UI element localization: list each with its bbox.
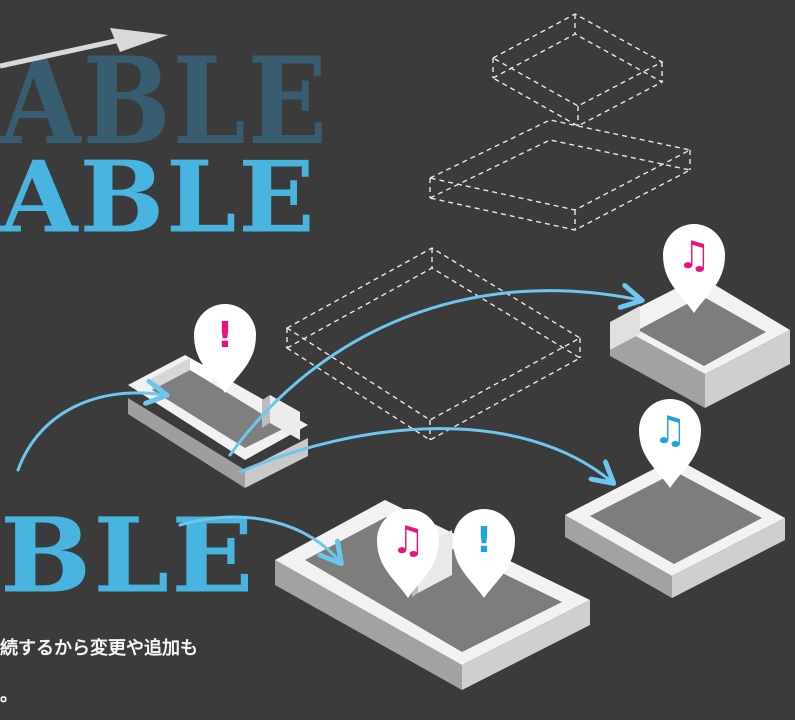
arrow-to-bottom-tray <box>178 515 340 562</box>
dashed-box-middle <box>427 119 693 231</box>
pin-alert-left: ! <box>194 304 256 393</box>
pin-music-bottom: ♫ <box>377 509 439 598</box>
exclamation-icon: ! <box>217 315 233 356</box>
music-note-icon: ♫ <box>653 408 687 452</box>
tray-top-right <box>610 276 790 408</box>
caption-line-2: 。 <box>0 685 18 706</box>
pin-music-right: ♫ <box>639 399 701 488</box>
caption-line-1: 続するから変更や追加も <box>0 638 198 659</box>
dashed-box-top <box>491 13 664 127</box>
arrow-to-top-right-tray <box>228 291 640 457</box>
music-note-icon: ♫ <box>677 233 711 277</box>
connector-arrows <box>16 291 640 562</box>
dashed-box-large <box>285 247 582 441</box>
pointer-arrow <box>0 28 168 69</box>
pin-music-topright: ♫ <box>663 224 725 313</box>
wordmark-bottom: BLE <box>0 496 256 617</box>
wordmark-ghost: ABLE <box>0 30 329 172</box>
tray-bottom <box>275 500 590 690</box>
arrow-into-left-tray <box>16 393 165 472</box>
pin-alert-bottom: ! <box>453 509 515 598</box>
exclamation-icon: ! <box>476 520 492 561</box>
tray-right <box>565 458 785 598</box>
wordmark-main: ABLE <box>0 139 317 255</box>
music-note-icon: ♫ <box>391 518 425 562</box>
arrow-to-right-tray <box>238 427 612 482</box>
